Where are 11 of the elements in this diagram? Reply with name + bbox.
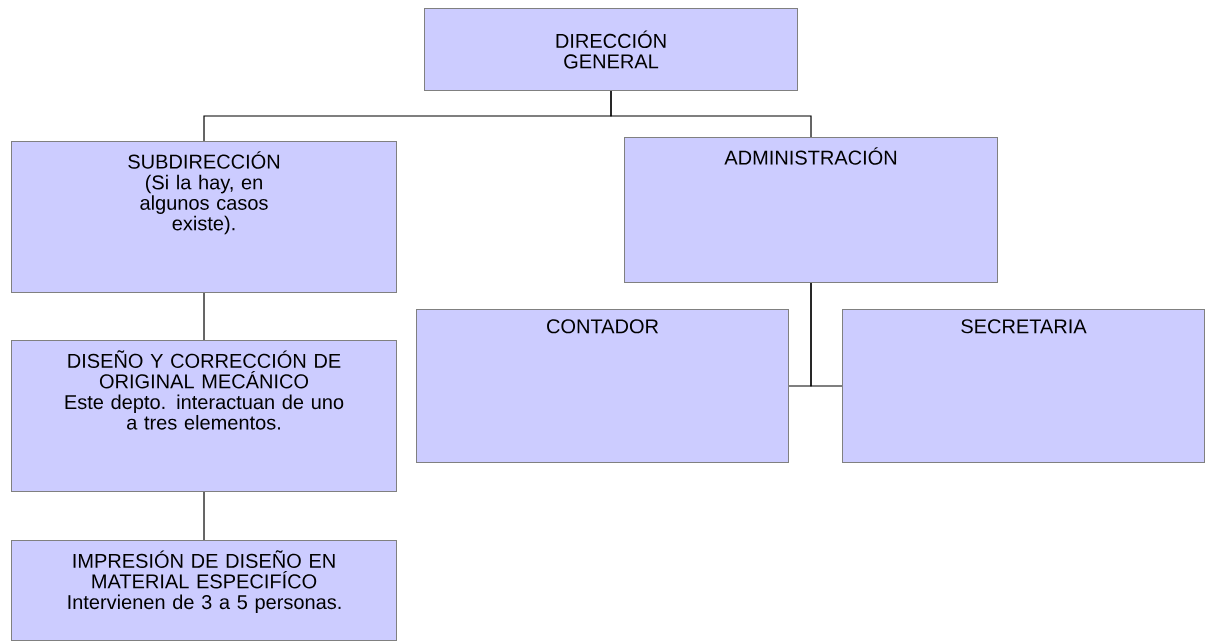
- org-box: DIRECCIÓN GENERAL: [424, 8, 798, 91]
- connector-line: [203, 491, 205, 541]
- org-box: SUBDIRECCIÓN (Si la hay, en algunos casos existe).: [11, 141, 397, 293]
- connector-line: [203, 292, 205, 341]
- org-box: IMPRESIÓN DE DISEÑO EN MATERIAL ESPECIFÍCO Intervienen de 3 a 5 personas.: [11, 540, 397, 641]
- org-box: SECRETARIA: [842, 309, 1205, 463]
- org-box: ADMINISTRACIÓN: [624, 137, 998, 283]
- connector-line: [810, 282, 843, 387]
- connector-line: [610, 90, 812, 138]
- org-box: CONTADOR: [416, 309, 789, 463]
- org-box: DISEÑO Y CORRECCIÓN DE ORIGINAL MECÁNICO Este depto. interactuan de uno a tres elementos.: [11, 340, 397, 492]
